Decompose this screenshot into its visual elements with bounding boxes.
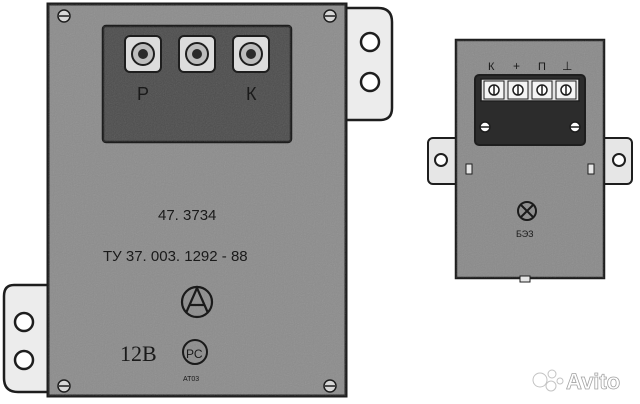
right-relay-unit: К + П ⊥ [427,38,633,283]
right-terminal-screw-icon [507,80,529,100]
left-relay-unit: Р К 47. 3734 ТУ 37. 003. 1292 - 88 12В Р… [2,2,394,398]
right-terminal-label-k: К [488,61,495,73]
terminal-label-k: К [246,84,257,104]
cert-mark-text: РС [186,347,203,361]
right-terminal-screw-icon [483,80,505,100]
cert-code: АТ03 [183,376,199,383]
screw-icon [57,379,71,393]
screw-icon [569,121,581,133]
terminal-label-r: Р [137,84,149,104]
screw-icon [323,9,337,23]
terminal-post-icon [124,35,162,73]
terminal-post-icon [178,35,216,73]
right-terminal-screw-icon [531,80,553,100]
screw-icon [323,379,337,393]
bracket-hole-icon [359,71,381,93]
bracket-hole-icon [612,153,626,167]
bracket-hole-icon [13,349,35,371]
certification-mark-icon: РС [182,339,208,365]
right-terminal-screw-icon [555,80,577,100]
bottom-bracket [2,283,54,394]
lamp-label: БЭЗ [516,229,534,239]
screw-icon [479,121,491,133]
standard-code: ТУ 37. 003. 1292 - 88 [103,248,248,265]
bracket-hole-icon [359,31,381,53]
voltage-label: 12В [120,341,157,366]
screw-icon [57,9,71,23]
right-terminal-label-ground: ⊥ [562,59,572,73]
factory-logo-icon [180,285,214,319]
model-number: 47. 3734 [158,207,216,224]
terminal-post-icon [232,35,270,73]
indicator-lamp-icon [517,201,537,221]
right-terminal-label-plus: + [513,59,520,73]
avito-watermark: Avito [532,369,621,394]
right-terminal-label-p: П [538,61,546,73]
watermark-text: Avito [566,369,620,394]
bracket-hole-icon [434,153,448,167]
bracket-hole-icon [13,311,35,333]
